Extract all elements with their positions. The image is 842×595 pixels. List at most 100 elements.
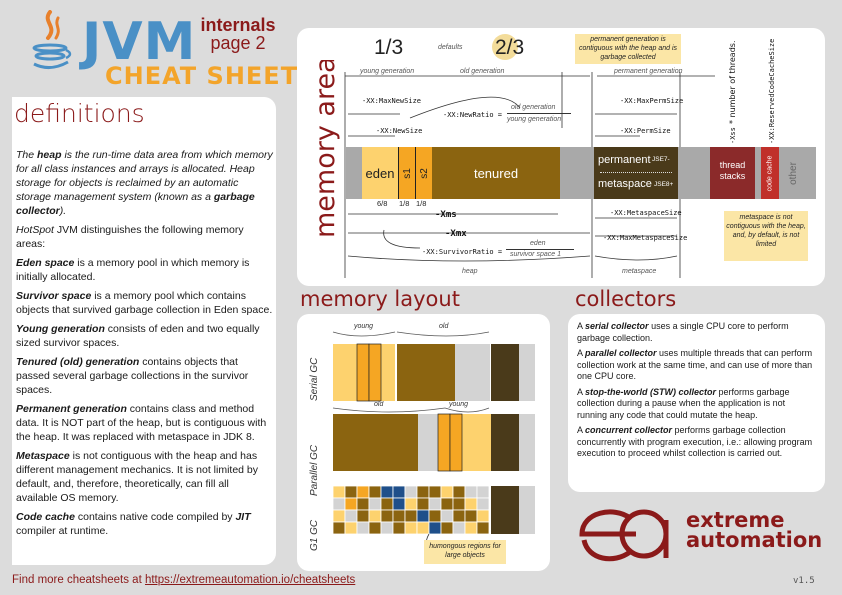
- old-gen-label: old generation: [460, 68, 505, 75]
- g1-region-cell: [464, 509, 478, 523]
- metaspace-size-flag: -XX:MetaspaceSize: [610, 209, 682, 217]
- s1-fraction: 1/8: [399, 199, 410, 208]
- thread-stacks-region: thread stacks: [710, 147, 755, 199]
- g1-region-cell: [344, 497, 358, 511]
- footer-text: Find more cheatsheets at: [12, 574, 145, 586]
- g1-region-cell: [344, 521, 358, 535]
- g1-region-cell: [428, 521, 442, 535]
- humongous-note-box: humongous regions for large objects: [424, 540, 506, 564]
- collector-parallel: A parallel collector uses multiple threa…: [577, 348, 813, 381]
- version-label: v1.5: [793, 576, 815, 586]
- g1-region-cell: [428, 497, 442, 511]
- g1-region-cell: [332, 521, 346, 535]
- g1-region-cell: [416, 509, 430, 523]
- g1-region-cell: [416, 521, 430, 535]
- definitions-panel: [12, 97, 276, 565]
- g1-region-grid: [332, 485, 490, 535]
- survivor-ratio-flag: -XX:SurvivorRatio =: [422, 248, 503, 256]
- svg-text:old: old: [439, 323, 449, 330]
- svg-text:-XX:ReservedCodeCacheSize: -XX:ReservedCodeCacheSize: [768, 39, 776, 144]
- xss-label: -Xss * number of threads.: [728, 41, 737, 145]
- g1-region-cell: [476, 485, 490, 499]
- g1-region-cell: [392, 509, 406, 523]
- g1-region-cell: [476, 497, 490, 511]
- max-new-size-flag: -XX:MaxNewSize: [362, 97, 422, 105]
- def-heap: The heap is the run-time data area from …: [16, 149, 273, 217]
- permanent-region: permanent JSE7- metaspace JSE8+: [594, 147, 678, 199]
- collector-serial: A serial collector uses a single CPU cor…: [577, 321, 789, 343]
- g1-region-cell: [452, 485, 466, 499]
- eden-fraction: 6/8: [377, 199, 388, 208]
- new-ratio-numerator: old generation: [511, 104, 556, 111]
- tenured-region: tenured: [432, 147, 560, 199]
- subtitle-line2: page 2: [210, 33, 266, 53]
- new-size-flag: -XX:NewSize: [376, 127, 423, 135]
- s2-fraction: 1/8: [416, 199, 427, 208]
- page-subtitle: internals page 2: [198, 16, 278, 52]
- g1-region-cell: [392, 497, 406, 511]
- defaults-label: defaults: [438, 44, 463, 51]
- g1-region-cell: [380, 509, 394, 523]
- brand-name: extreme automation: [686, 508, 823, 552]
- def-code-cache: Code cache contains native code compiled…: [16, 511, 251, 537]
- svg-text:-Xss: -Xss: [729, 127, 737, 144]
- xms-flag: -Xms: [435, 210, 457, 220]
- page-title: JVM: [82, 12, 197, 72]
- collectors-heading: collectors: [575, 287, 677, 311]
- g1-region-cell: [368, 521, 382, 535]
- g1-region-cell: [404, 521, 418, 535]
- perm-size-flag: -XX:PermSize: [620, 127, 671, 135]
- g1-region-cell: [464, 497, 478, 511]
- new-ratio-flag: -XX:NewRatio =: [443, 111, 503, 119]
- s1-region: s1: [398, 147, 415, 199]
- metaspace-label: metaspace: [622, 268, 657, 275]
- young-gen-label: young generation: [360, 68, 415, 75]
- g1-region-cell: [428, 509, 442, 523]
- brand-line2: automation: [686, 528, 823, 552]
- s2-region: s2: [415, 147, 432, 199]
- heap-label: heap: [462, 268, 478, 275]
- perm-gen-label: permanent generation: [614, 68, 683, 75]
- g1-region-cell: [356, 497, 370, 511]
- g1-region-cell: [404, 509, 418, 523]
- g1-region-cell: [368, 509, 382, 523]
- other-region: other: [784, 147, 802, 199]
- metaspace-bar-label: metaspace: [598, 178, 652, 190]
- definitions-heading: definitions: [14, 99, 145, 128]
- brand-logo-icon: [579, 509, 669, 562]
- g1-region-cell: [476, 521, 490, 535]
- g1-region-cell: [380, 485, 394, 499]
- g1-region-cell: [404, 497, 418, 511]
- fraction-young: 1/3: [374, 36, 404, 59]
- svg-text:G1 GC: G1 GC: [309, 519, 320, 551]
- fraction-old: 2/3: [495, 36, 525, 59]
- g1-region-cell: [452, 521, 466, 535]
- collectors-text: A serial collector uses a single CPU cor…: [577, 321, 817, 464]
- memory-layout-diagram: Serial GC Parallel GC G1 GC young old ol…: [309, 323, 535, 551]
- memory-layout-heading: memory layout: [300, 287, 460, 311]
- def-tenured: Tenured (old) generation contains object…: [16, 356, 249, 396]
- memory-areas-heading: memory areas: [310, 60, 341, 238]
- svg-text:* number of threads.: * number of threads.: [728, 41, 737, 125]
- g1-region-cell: [464, 521, 478, 535]
- cheatsheets-link[interactable]: https://extremeautomation.io/cheatsheets: [144, 574, 356, 586]
- g1-region-cell: [476, 509, 490, 523]
- svg-text:young: young: [448, 401, 468, 408]
- collector-concurrent: A concurrent collector performs garbage …: [577, 425, 813, 458]
- jse8-label: JSE8+: [654, 181, 674, 188]
- g1-region-cell: [464, 485, 478, 499]
- xmx-flag: -Xmx: [445, 229, 467, 239]
- g1-region-cell: [380, 497, 394, 511]
- brand-line1: extreme: [686, 508, 785, 532]
- g1-region-cell: [428, 485, 442, 499]
- survivor-ratio-denominator: survivor space 1: [510, 251, 561, 258]
- max-perm-size-flag: -XX:MaxPermSize: [620, 97, 684, 105]
- new-ratio-denominator: young generation: [507, 116, 562, 123]
- g1-region-cell: [440, 485, 454, 499]
- def-hotspot: HotSpot JVM distinguishes the following …: [16, 224, 244, 250]
- g1-region-cell: [368, 485, 382, 499]
- cheat-sheet-title: CHEAT SHEET: [105, 62, 299, 90]
- collectors-panel: [568, 314, 825, 492]
- g1-region-cell: [356, 485, 370, 499]
- permanent-label: permanent: [598, 154, 651, 166]
